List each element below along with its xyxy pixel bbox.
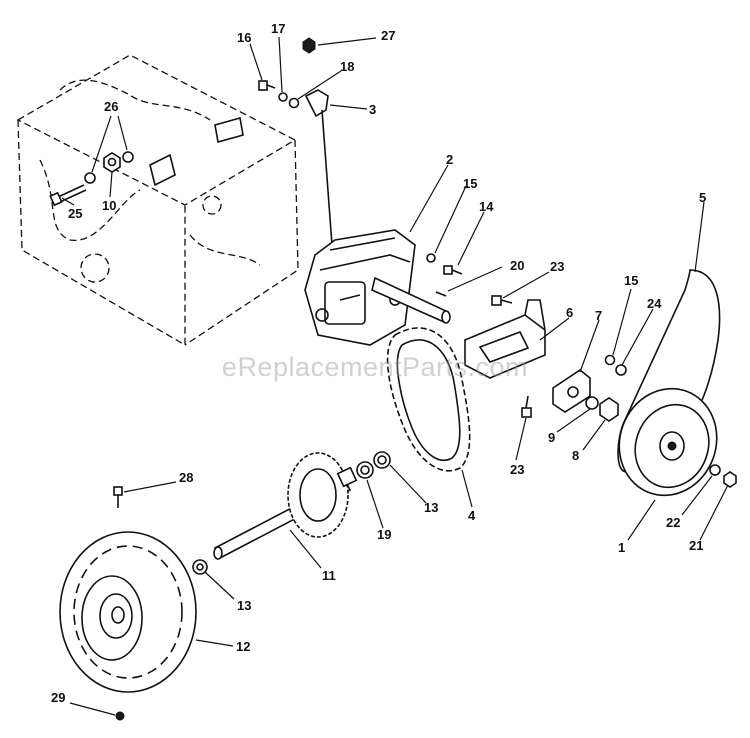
bolt-16 (258, 80, 276, 91)
gear-case-2 (304, 229, 451, 346)
nut-29 (115, 711, 125, 721)
callout-14: 14 (479, 199, 494, 214)
washer-26a (84, 172, 96, 184)
callout-16: 16 (237, 30, 251, 45)
callout-2: 2 (446, 152, 453, 167)
callout-9: 9 (548, 430, 555, 445)
bolt-23-bottom (521, 395, 532, 418)
lockwasher-17 (278, 92, 288, 102)
pulley-1 (618, 387, 718, 497)
washer-22 (709, 464, 721, 476)
key-20 (435, 291, 447, 297)
callout-12: 12 (236, 639, 250, 654)
nut-8 (599, 397, 619, 422)
callout-26: 26 (104, 99, 118, 114)
bolt-14 (443, 265, 463, 275)
callout-23-bottom: 23 (510, 462, 524, 477)
washer-9 (585, 396, 599, 410)
nut-24 (615, 364, 627, 376)
callout-22: 22 (666, 515, 680, 530)
callout-25: 25 (68, 206, 82, 221)
callout-19: 19 (377, 527, 391, 542)
washer-15-top (426, 253, 436, 263)
washer-19 (356, 461, 374, 479)
chain-4 (386, 327, 471, 472)
bolt-23-top (491, 295, 513, 306)
callout-6: 6 (566, 305, 573, 320)
callout-28: 28 (179, 470, 193, 485)
bolt-25 (49, 184, 87, 207)
bolt-28 (113, 486, 123, 508)
callout-13-right: 13 (424, 500, 438, 515)
wheel-12 (59, 531, 197, 693)
callout-15-top: 15 (463, 176, 477, 191)
callout-15-right: 15 (624, 273, 638, 288)
callout-5: 5 (699, 190, 706, 205)
callout-7: 7 (595, 308, 602, 323)
callout-23-top: 23 (550, 259, 564, 274)
plate-7 (552, 369, 591, 413)
bracket-3 (304, 89, 333, 246)
callout-17: 17 (271, 21, 285, 36)
callout-24: 24 (647, 296, 662, 311)
callout-3: 3 (369, 102, 376, 117)
washer-26b (122, 151, 134, 163)
callout-4: 4 (468, 508, 476, 523)
callout-8: 8 (572, 448, 579, 463)
callout-21: 21 (689, 538, 703, 553)
bearing-13-right (373, 451, 391, 469)
sprocket (287, 452, 358, 538)
washer-15-right (604, 354, 616, 366)
washer-18 (288, 97, 300, 109)
callout-13-left: 13 (237, 598, 251, 613)
callout-27: 27 (381, 28, 395, 43)
callout-20: 20 (510, 258, 524, 273)
bracket-6 (464, 299, 546, 379)
callout-labels: 1 2 3 4 5 6 7 8 9 10 11 12 13 13 14 15 1… (51, 21, 706, 705)
callout-10: 10 (102, 198, 116, 213)
callout-1: 1 (618, 540, 625, 555)
callout-11: 11 (322, 568, 336, 583)
washer-13-left (192, 559, 208, 575)
frame-housing (16, 54, 299, 347)
callout-29: 29 (51, 690, 65, 705)
nut-21 (723, 471, 737, 488)
hex-nut-10 (103, 152, 121, 173)
callout-18: 18 (340, 59, 354, 74)
leader-lines (61, 36, 729, 716)
nut-27 (302, 37, 316, 54)
